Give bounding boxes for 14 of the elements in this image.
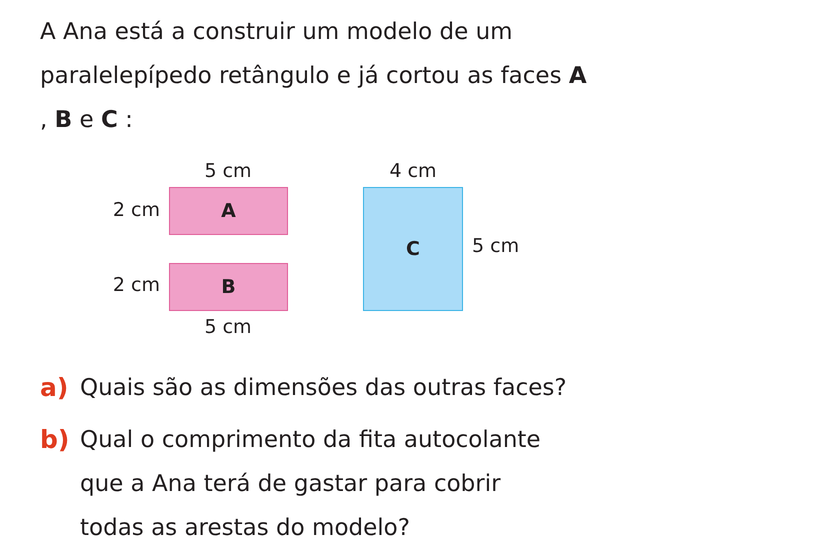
dimension-label: 2 cm (112, 274, 160, 296)
face-rectangle: B (169, 263, 288, 311)
question-text: Qual o comprimento da fita autocolante que a Ana terá de gastar para cobrir todas as arestas do modelo? (80, 426, 542, 543)
dimension-label: 5 cm (204, 316, 252, 338)
question-text: Quais são as dimensões das outras faces? (80, 374, 568, 403)
face-rectangle: C (363, 187, 463, 311)
dimension-label: 4 cm (389, 160, 437, 182)
item-marker: a) (40, 372, 70, 404)
item-marker: b) (40, 424, 70, 456)
dimension-label: 5 cm (204, 160, 252, 182)
dimension-label: 5 cm (472, 235, 520, 257)
face-rectangle: A (169, 187, 288, 235)
dimension-label: 2 cm (112, 199, 160, 221)
problem-text: A Ana está a construir um modelo de um paralelepípedo retângulo e já cortou as faces A , B e C : (40, 18, 588, 135)
